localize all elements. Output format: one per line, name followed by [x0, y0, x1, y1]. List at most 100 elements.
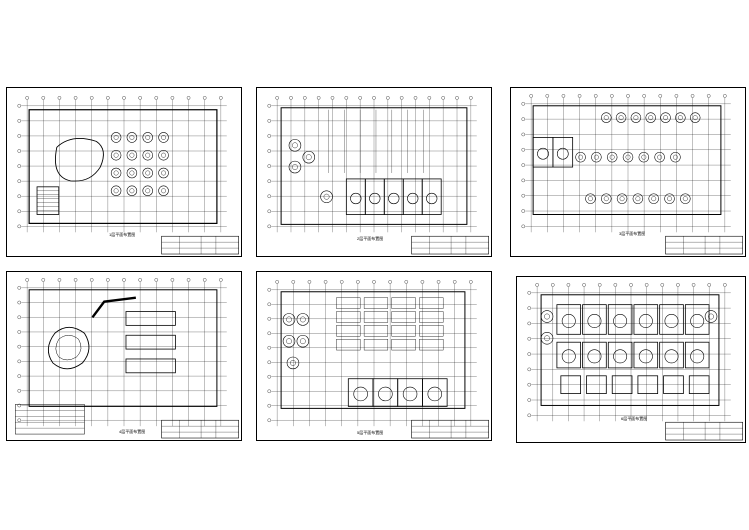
room-outline [532, 137, 554, 168]
parking-bay [363, 325, 389, 337]
round-table [110, 149, 122, 161]
round-table [110, 167, 122, 179]
round-table [302, 150, 316, 164]
grid-bubble [17, 418, 22, 422]
parking-bay [363, 339, 389, 351]
room-fixture [350, 192, 362, 205]
title-block [161, 419, 239, 439]
room-outline [684, 341, 710, 369]
round-table-top [113, 170, 119, 176]
round-table [320, 190, 333, 203]
round-table-top [635, 196, 641, 202]
round-table [110, 132, 122, 143]
room-fixture [426, 192, 438, 205]
room-outline [556, 304, 582, 335]
parking-bay [363, 297, 389, 309]
pool-outline [47, 326, 90, 370]
room-outline [372, 378, 399, 407]
sheet-caption-2: 2层平面布置图 [357, 236, 384, 241]
room-outline [345, 178, 366, 215]
grid-bubble [154, 278, 159, 282]
grid-bubble [404, 280, 409, 284]
grid-bubble [89, 96, 94, 100]
round-table [689, 112, 701, 123]
grid-bubble [399, 96, 404, 100]
floor-plan-1 [17, 96, 239, 255]
round-table [680, 193, 691, 204]
sheet-caption-6: 6层平面布置图 [621, 416, 648, 421]
building-outline [280, 291, 466, 409]
round-table [664, 193, 675, 204]
room-fixture [690, 314, 705, 328]
grid-bubble [658, 94, 663, 98]
round-table [540, 310, 554, 323]
round-table [142, 132, 153, 143]
round-table-top [161, 152, 166, 158]
grid-bubble [202, 96, 207, 100]
room-outline [402, 178, 423, 215]
round-table [142, 167, 153, 179]
grid-bubble [186, 96, 191, 100]
grid-bubble [316, 96, 321, 100]
round-table-top [161, 134, 166, 140]
grid-bubble [527, 398, 531, 402]
grid-bubble [17, 330, 22, 334]
round-table [126, 132, 138, 143]
grid-bubble [267, 119, 272, 123]
round-table [630, 112, 642, 123]
round-table [654, 151, 665, 163]
grid-bubble [339, 280, 344, 284]
grid-bubble [57, 96, 62, 100]
grid-bubble [521, 102, 526, 106]
room-outline [586, 375, 607, 394]
room-fixture [353, 386, 368, 402]
round-table [110, 185, 122, 197]
drawing-sheet-5[interactable]: 5层平面布置图 [256, 271, 492, 441]
grid-bubble [358, 96, 362, 100]
grid-bubble [267, 134, 272, 138]
grid-bubble [154, 96, 159, 100]
round-table-top [619, 196, 625, 202]
round-table-top [145, 170, 151, 176]
pool-inner [55, 335, 82, 361]
grid-bubble [566, 283, 571, 287]
grid-bubble [17, 104, 22, 108]
grid-bubble [452, 280, 457, 284]
round-table-top [145, 188, 151, 194]
round-table-top [657, 154, 663, 160]
round-table [575, 151, 586, 163]
parking-bay [391, 297, 416, 309]
sheet-caption-5: 5层平面布置图 [357, 430, 384, 435]
grid-bubble [138, 96, 142, 100]
grid-bubble [707, 283, 711, 287]
sheet-caption-1: 1层平面布置图 [109, 232, 136, 237]
drawing-sheet-2[interactable]: 2层平面布置图 [256, 87, 492, 257]
round-table-top [641, 154, 647, 160]
grid-bubble [441, 96, 445, 100]
grid-bubble [676, 283, 680, 287]
drawing-sheet-6[interactable]: 6层平面布置图 [516, 276, 746, 443]
grid-bubble [41, 96, 46, 100]
round-table-top [161, 188, 166, 194]
parking-bay [363, 311, 389, 323]
round-table-top [673, 154, 678, 160]
drawing-sheet-3[interactable]: 3层平面布置图 [510, 87, 746, 257]
round-table-top [578, 154, 583, 160]
room-fixture [537, 147, 549, 160]
round-table [704, 310, 718, 323]
round-table-top [129, 152, 135, 158]
grid-bubble [561, 94, 566, 98]
drawing-sheet-4[interactable]: 4层平面布置图 [6, 271, 242, 441]
grid-bubble [122, 278, 126, 282]
room-outline [582, 304, 607, 335]
grid-bubble [89, 278, 94, 282]
grid-bubble [267, 302, 272, 307]
stair [36, 186, 60, 215]
drawing-sheet-1[interactable]: 1层平面布置图 [6, 87, 242, 257]
room-outline [364, 178, 385, 215]
grid-bubble [17, 374, 22, 378]
grid-bubble [521, 163, 526, 167]
parking-bay [419, 339, 444, 351]
parking-bay [336, 339, 361, 351]
room-outline [607, 304, 633, 335]
